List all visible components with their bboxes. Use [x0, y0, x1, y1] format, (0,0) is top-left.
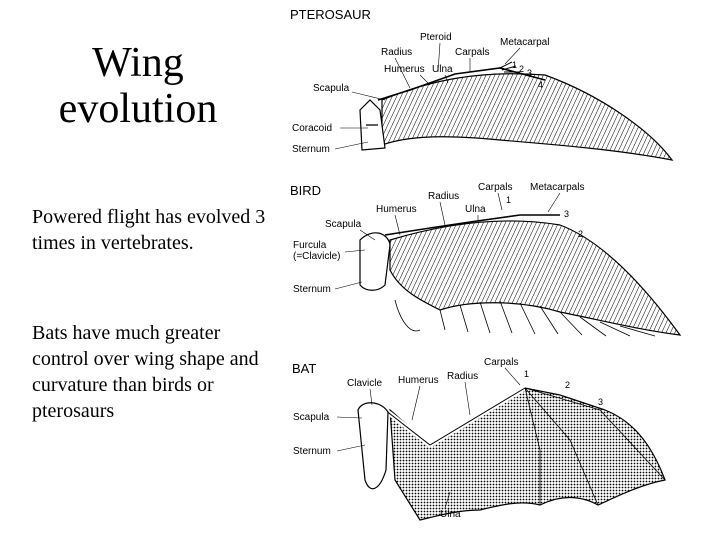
- pterosaur-fingers: [499, 61, 520, 73]
- bird-label-radius: Radius: [428, 191, 459, 202]
- bat-label-humerus: Humerus: [398, 375, 439, 386]
- bird-arm-bones: [384, 214, 560, 236]
- pterosaur-digit-4: 4: [538, 80, 543, 90]
- body-paragraph-2: Bats have much greater control over wing…: [32, 322, 259, 422]
- bird-body: [359, 232, 391, 291]
- bat-diagram: BAT Carpals Clavicle Humerus Radius Scap…: [292, 357, 666, 521]
- bat-finger-bones: [524, 387, 666, 506]
- bird-label-scapula: Scapula: [325, 219, 362, 230]
- pterosaur-label-carpals: Carpals: [455, 47, 489, 58]
- pterosaur-label-radius: Radius: [381, 47, 412, 58]
- bird-label-humerus: Humerus: [376, 204, 417, 215]
- pterosaur-label-scapula: Scapula: [313, 83, 350, 94]
- pterosaur-label-metacarpal: Metacarpal: [500, 37, 549, 48]
- title-line-1: Wing: [92, 40, 184, 86]
- bird-diagram: BIRD Carpals Metacarpals Radius Humerus …: [290, 182, 682, 337]
- title-line-2: evolution: [58, 86, 218, 132]
- bat-label-ulna: Ulna: [440, 509, 461, 520]
- pterosaur-digit-2: 2: [519, 64, 524, 74]
- bat-label-carpals: Carpals: [484, 357, 518, 368]
- pterosaur-wing-membrane: [381, 73, 674, 161]
- bird-digit-2: 2: [578, 229, 583, 239]
- pterosaur-heading: PTEROSAUR: [290, 7, 371, 22]
- pterosaur-label-ulna: Ulna: [432, 64, 453, 75]
- bat-label-clavicle: Clavicle: [347, 378, 382, 389]
- bird-label-ulna: Ulna: [465, 204, 486, 215]
- bird-label-carpals: Carpals: [478, 182, 512, 193]
- pterosaur-diagram: PTEROSAUR Pteroid Radius Carpals Metacar…: [290, 7, 674, 161]
- bird-heading: BIRD: [290, 183, 321, 198]
- bat-heading: BAT: [292, 361, 316, 376]
- bat-digit-2: 2: [565, 380, 570, 390]
- bird-feather-edges: [439, 300, 656, 337]
- pterosaur-label-humerus: Humerus: [384, 64, 425, 75]
- bird-wing-feathers: [389, 220, 682, 336]
- pterosaur-label-pteroid: Pteroid: [420, 32, 452, 43]
- bat-label-radius: Radius: [447, 371, 478, 382]
- bird-digit-3: 3: [564, 209, 569, 219]
- bird-digit-1: 1: [506, 195, 511, 205]
- bat-arm-bones-outline: [384, 387, 526, 446]
- slide-title: Wing evolution: [28, 40, 248, 132]
- bat-digit-3: 3: [598, 397, 603, 407]
- pterosaur-label-coracoid: Coracoid: [292, 123, 332, 134]
- pterosaur-leader-lines: [334, 42, 521, 150]
- bird-label-clavicle: (=Clavicle): [293, 251, 341, 262]
- bird-label-metacarpals: Metacarpals: [530, 182, 584, 193]
- pterosaur-digit-1: 1: [512, 60, 517, 70]
- bat-leader-lines: [336, 367, 521, 509]
- bird-tail: [394, 299, 421, 332]
- pterosaur-label-sternum: Sternum: [292, 144, 330, 155]
- pterosaur-digit-3: 3: [527, 68, 532, 78]
- bat-label-scapula: Scapula: [293, 412, 330, 423]
- bat-digit-1: 1: [524, 369, 529, 379]
- pterosaur-body: [359, 99, 386, 151]
- bird-label-furcula: Furcula: [293, 240, 327, 251]
- bat-label-sternum: Sternum: [293, 446, 331, 457]
- bird-leader-lines: [334, 192, 561, 290]
- bat-body: [357, 402, 389, 490]
- body-paragraph-1: Powered flight has evolved 3 times in ve…: [32, 206, 266, 254]
- bird-label-sternum: Sternum: [293, 284, 331, 295]
- bat-wing-membrane: [389, 387, 666, 521]
